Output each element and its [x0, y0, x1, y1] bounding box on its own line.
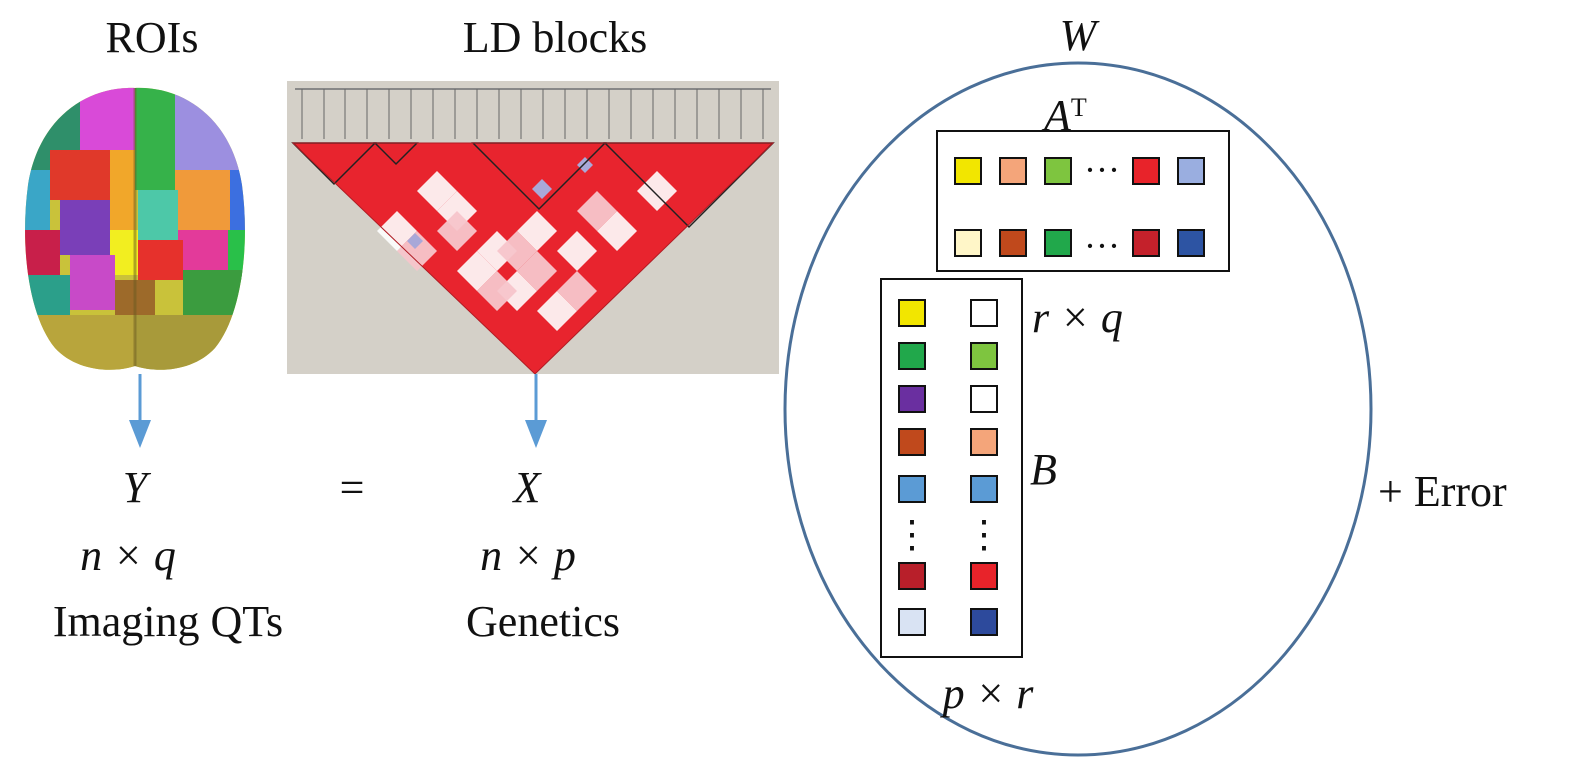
a-transpose-label: AT	[1044, 94, 1087, 138]
a-row-2-cell	[1177, 229, 1205, 257]
b-column-2-cell	[970, 342, 998, 370]
a-row-1-cell	[954, 157, 982, 185]
a-transpose-box	[936, 130, 1230, 272]
brain-rois-image	[25, 87, 245, 370]
b-column-2-ellipsis: ⋮	[965, 514, 1003, 556]
b-symbol: B	[1030, 445, 1057, 494]
a-row-1-cell	[1044, 157, 1072, 185]
b-column-2-cell	[970, 608, 998, 636]
imaging-qts-caption: Imaging QTs	[52, 597, 284, 646]
b-column-1-cell	[898, 385, 926, 413]
b-column-2-cell	[970, 562, 998, 590]
a-row-1-ellipsis: ···	[1084, 150, 1120, 190]
a-row-2-cell	[1044, 229, 1072, 257]
b-box	[880, 278, 1023, 658]
x-dimension: n × p	[480, 531, 576, 580]
a-row-1-cell	[1177, 157, 1205, 185]
a-row-2-cell	[954, 229, 982, 257]
genetics-caption: Genetics	[466, 597, 620, 646]
b-column-1	[898, 299, 926, 636]
a-row-1-cell	[1132, 157, 1160, 185]
b-column-1-cell	[898, 299, 926, 327]
rois-down-arrow	[129, 374, 151, 448]
b-column-2-cell	[970, 475, 998, 503]
b-column-1-cell	[898, 428, 926, 456]
b-column-1-cell	[898, 342, 926, 370]
error-term: + Error	[1378, 467, 1507, 516]
a-symbol: A	[1044, 91, 1071, 140]
w-symbol: W	[1059, 11, 1097, 60]
ld-blocks-heatmap	[287, 81, 779, 374]
b-column-2-cell	[970, 299, 998, 327]
b-column-2	[970, 299, 998, 636]
y-dimension: n × q	[80, 531, 176, 580]
b-column-2-cell	[970, 385, 998, 413]
y-symbol: Y	[122, 463, 148, 512]
b-column-1-cell	[898, 608, 926, 636]
ld-blocks-label: LD blocks	[462, 13, 648, 62]
b-column-1-ellipsis: ⋮	[893, 514, 931, 556]
w-ellipse	[783, 61, 1373, 757]
b-column-1-cell	[898, 475, 926, 503]
a-row-2	[954, 229, 1205, 257]
a-row-1-cell	[999, 157, 1027, 185]
a-row-1	[954, 157, 1205, 185]
a-row-2-cell	[1132, 229, 1160, 257]
b-dimension: p × r	[942, 669, 1034, 718]
a-row-2-ellipsis: ···	[1084, 226, 1120, 266]
b-column-2-cell	[970, 428, 998, 456]
b-column-1-cell	[898, 562, 926, 590]
equals-sign: =	[339, 463, 365, 512]
x-symbol: X	[513, 463, 541, 512]
ld-down-arrow	[525, 374, 547, 448]
transpose-superscript: T	[1070, 93, 1087, 122]
rois-label: ROIs	[105, 13, 199, 62]
a-dimension: r × q	[1032, 293, 1123, 342]
a-row-2-cell	[999, 229, 1027, 257]
